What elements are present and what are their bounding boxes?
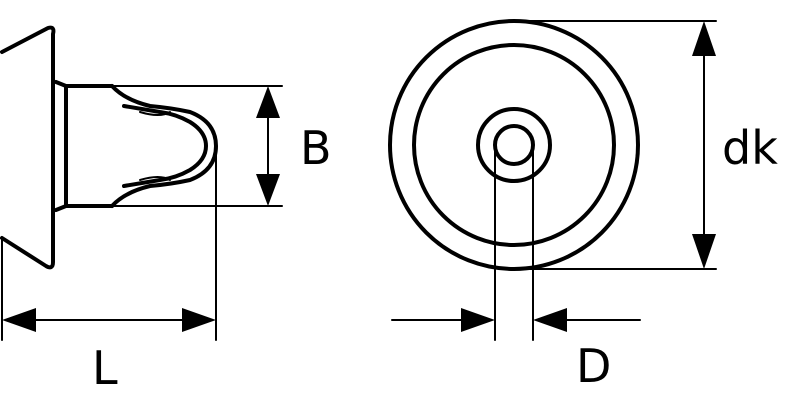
d-arrow-left (461, 308, 495, 332)
split-slot (122, 104, 208, 188)
dimension-d: D (391, 144, 641, 393)
dk-arrow-bottom (692, 234, 716, 269)
d-arrow-right (533, 308, 567, 332)
hole-circle (493, 124, 535, 166)
head-flange (0, 25, 56, 270)
tip-barb-top (139, 111, 171, 116)
shank-circle (476, 107, 552, 183)
inner-head-circle (412, 43, 616, 247)
b-arrow-top (256, 86, 280, 118)
dimension-b: B (111, 85, 332, 207)
outer-head-circle (388, 19, 640, 271)
dimension-dk: dk (513, 20, 778, 270)
l-arrow-right (182, 308, 216, 332)
tip-barb-bottom (139, 176, 171, 181)
front-view (388, 19, 640, 271)
b-arrow-bottom (256, 174, 280, 206)
side-view (0, 25, 218, 270)
split-tip (110, 84, 218, 208)
dk-arrow-top (692, 21, 716, 56)
label-l: L (92, 341, 118, 395)
dimension-l: L (1, 149, 217, 395)
label-b: B (300, 121, 332, 175)
label-d: D (576, 339, 611, 393)
label-dk: dk (722, 121, 778, 175)
shank-body (54, 80, 114, 212)
l-arrow-left (2, 308, 36, 332)
